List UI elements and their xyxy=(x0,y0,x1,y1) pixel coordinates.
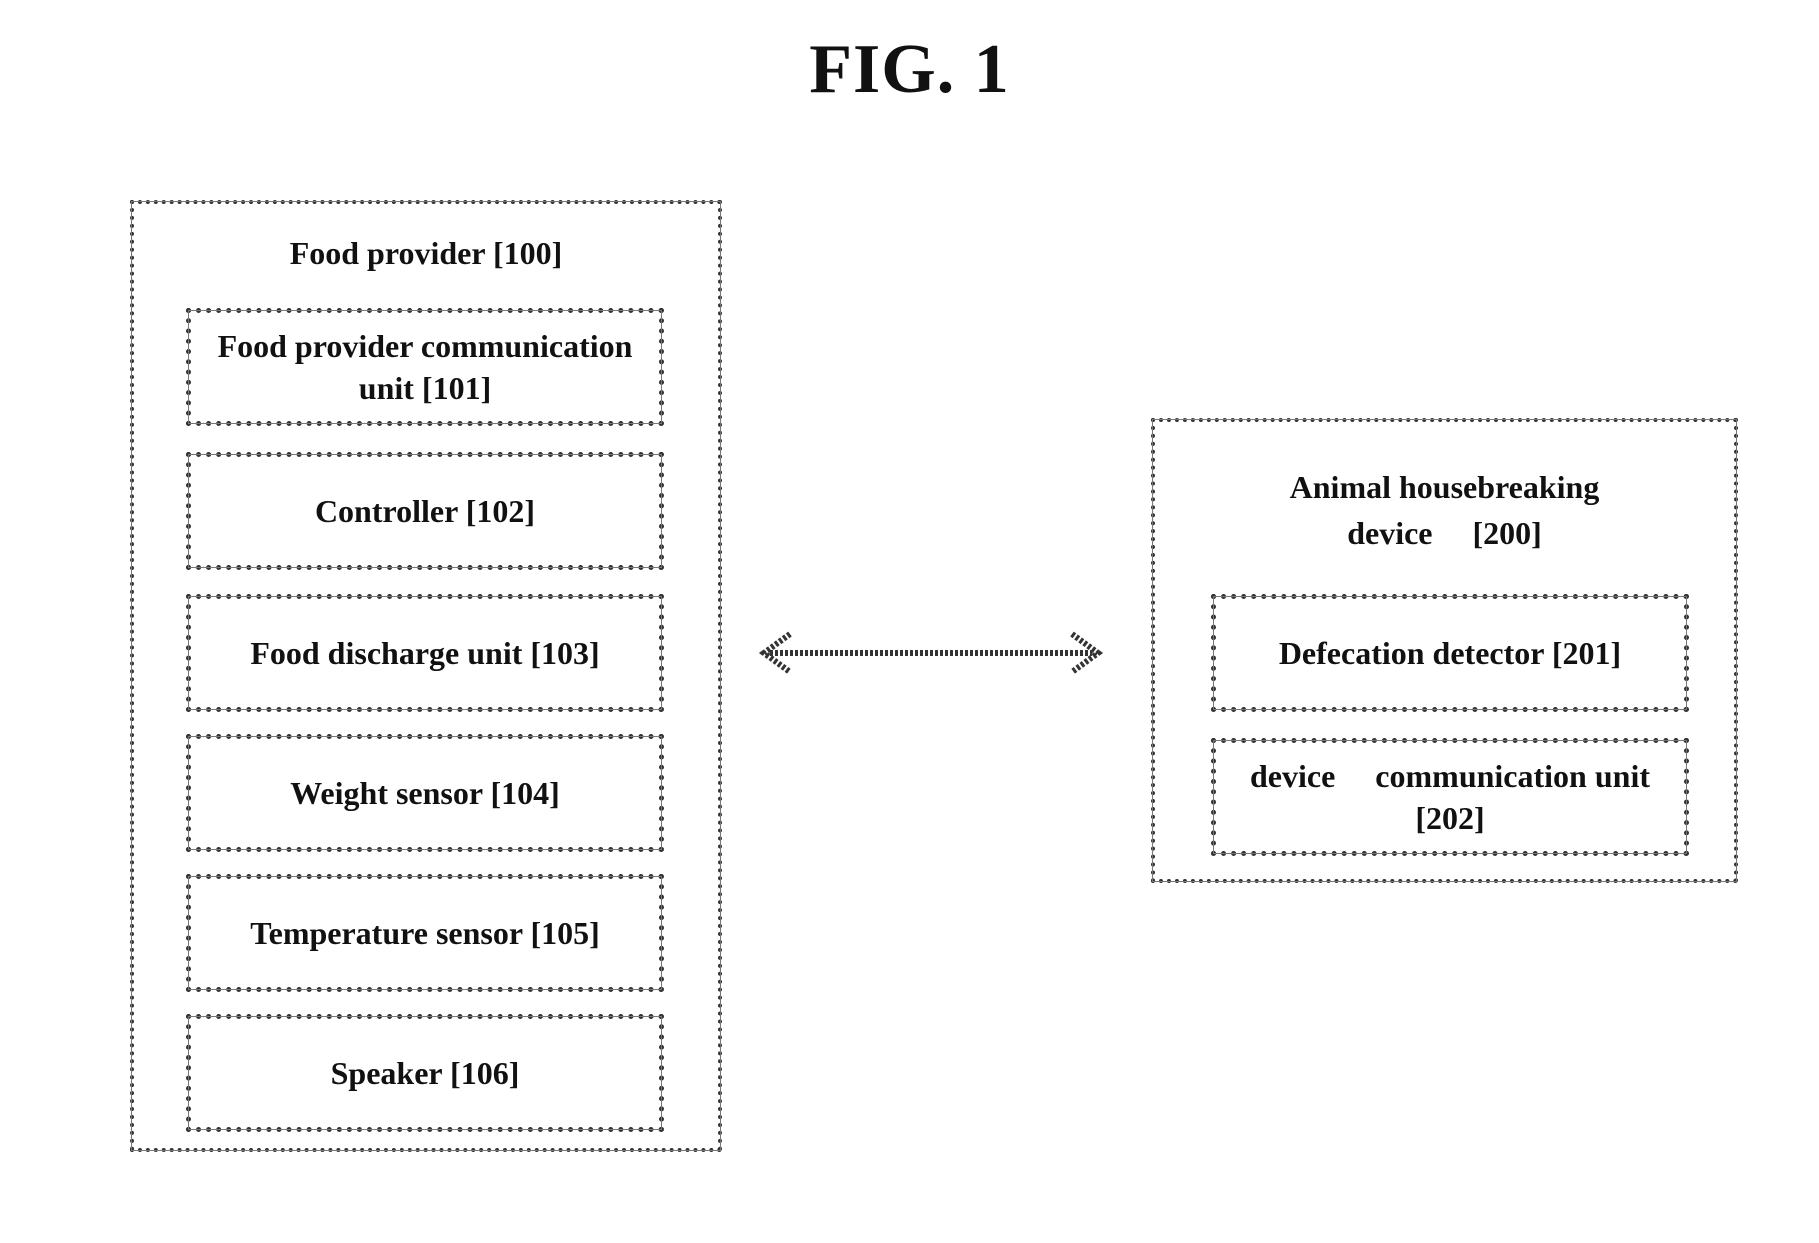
food-provider-title: Food provider [100] xyxy=(134,230,718,276)
figure-title: FIG. 1 xyxy=(0,30,1819,110)
food-provider-communication-unit-label: Food provider communication unit [101] xyxy=(205,325,645,409)
speaker-box: Speaker [106] xyxy=(186,1014,664,1132)
defecation-detector-box: Defecation detector [201] xyxy=(1211,594,1689,712)
weight-sensor-box: Weight sensor [104] xyxy=(186,734,664,852)
device-communication-unit-box: device communication unit [202] xyxy=(1211,738,1689,856)
temperature-sensor-box: Temperature sensor [105] xyxy=(186,874,664,992)
housebreaking-device-box: Animal housebreaking device [200] Defeca… xyxy=(1151,418,1738,883)
weight-sensor-label: Weight sensor [104] xyxy=(290,772,560,814)
food-discharge-unit-label: Food discharge unit [103] xyxy=(250,632,599,674)
speaker-label: Speaker [106] xyxy=(331,1052,520,1094)
defecation-detector-label: Defecation detector [201] xyxy=(1279,632,1621,674)
food-provider-box: Food provider [100] Food provider commun… xyxy=(130,200,722,1152)
temperature-sensor-label: Temperature sensor [105] xyxy=(250,912,600,954)
device-communication-unit-label: device communication unit [202] xyxy=(1230,755,1670,839)
food-discharge-unit-box: Food discharge unit [103] xyxy=(186,594,664,712)
housebreaking-device-title: Animal housebreaking device [200] xyxy=(1155,464,1734,556)
food-provider-communication-unit-box: Food provider communication unit [101] xyxy=(186,308,664,426)
controller-box: Controller [102] xyxy=(186,452,664,570)
controller-label: Controller [102] xyxy=(315,490,535,532)
bidirectional-arrow xyxy=(756,628,1106,678)
